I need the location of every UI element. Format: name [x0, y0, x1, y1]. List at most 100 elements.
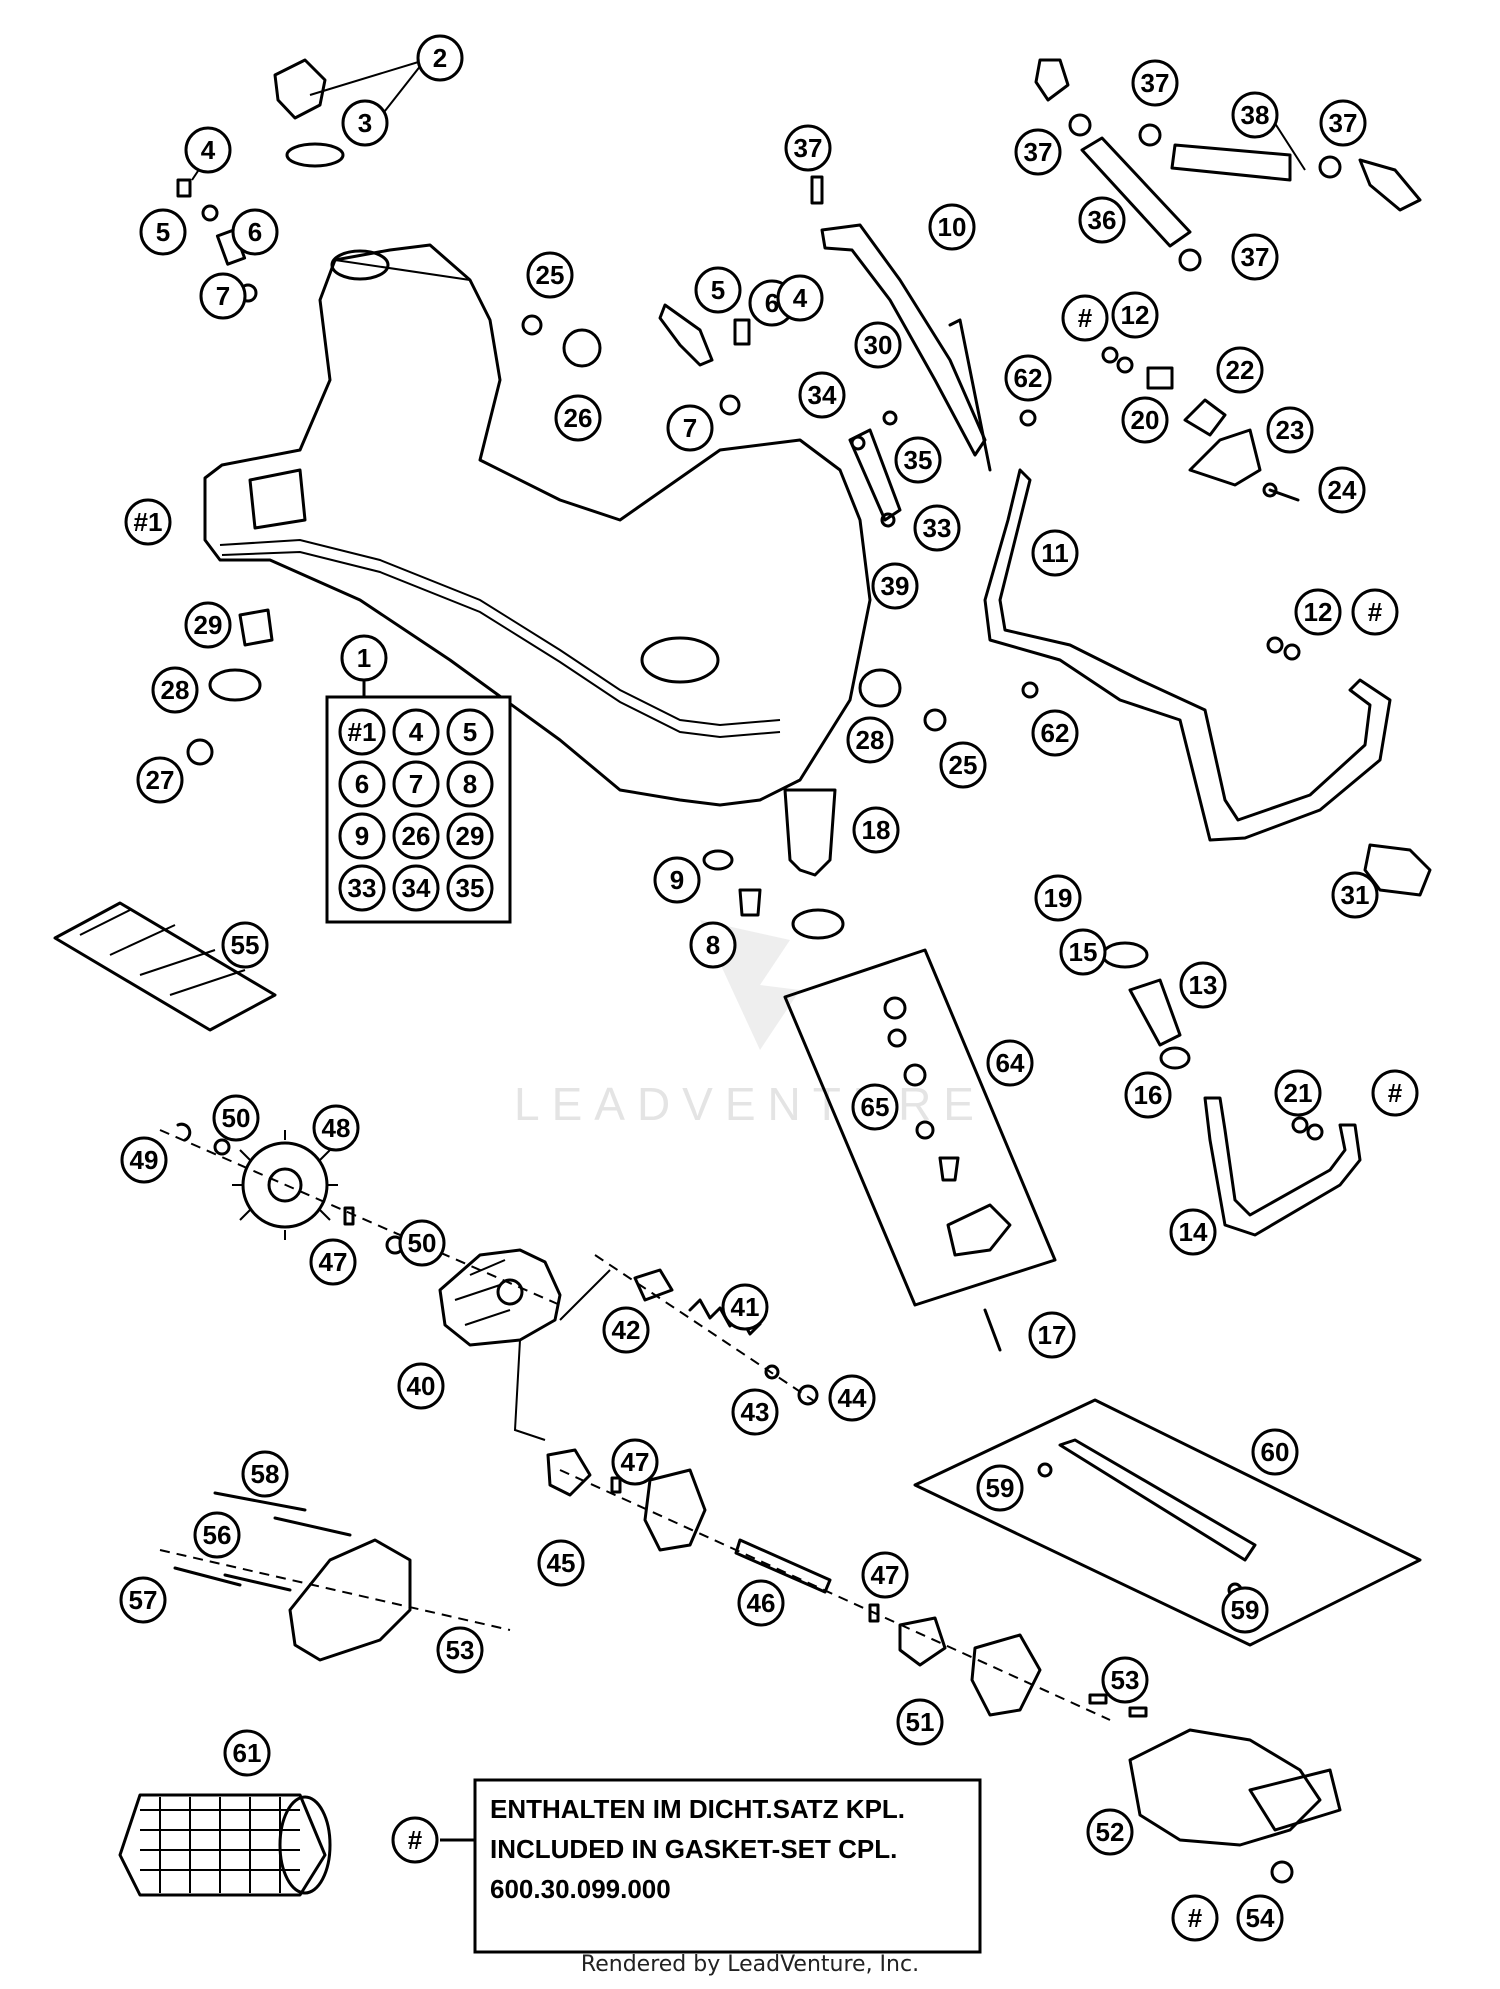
callout-47-70: 47: [861, 1551, 909, 1599]
callout-44-66: 44: [828, 1374, 876, 1422]
callout-label: 14: [1179, 1217, 1208, 1247]
kit-item-label: 35: [456, 873, 485, 903]
callout-hash-82: #: [1171, 1894, 1219, 1942]
callout-label: #1: [134, 507, 163, 537]
bolt-25r: [923, 708, 947, 732]
callout-58-74: 58: [241, 1450, 289, 1498]
callout-label: 31: [1341, 880, 1370, 910]
callout-label: 37: [794, 133, 823, 163]
callout-35-17: 35: [894, 436, 942, 484]
kit-item-label: 33: [348, 873, 377, 903]
callout-label: 43: [741, 1397, 770, 1427]
note-line-2: INCLUDED IN GASKET-SET CPL.: [490, 1834, 897, 1864]
rotor-45b: [643, 1468, 707, 1552]
hose-13: [1128, 978, 1182, 1047]
callout-label: 56: [203, 1520, 232, 1550]
callout-label: 50: [222, 1103, 251, 1133]
clip-22: [1183, 398, 1227, 437]
callout-37-20: 37: [1131, 59, 1179, 107]
callout-label: 42: [612, 1315, 641, 1345]
washer-5r: [733, 318, 751, 346]
callout-53-77: 53: [436, 1626, 484, 1674]
screw-17: [983, 1308, 1002, 1352]
callout-64-50: 64: [986, 1039, 1034, 1087]
kit-header-label: 1: [357, 643, 371, 673]
rotor-51a: [898, 1616, 947, 1667]
callout-label: 61: [233, 1738, 262, 1768]
ring-54: [1270, 1860, 1294, 1884]
callout-label: 23: [1276, 415, 1305, 445]
kit-item-34: 34: [392, 864, 440, 912]
kit-item-label: 5: [463, 717, 477, 747]
callout-7-12: 7: [666, 404, 714, 452]
callout-label: 62: [1014, 363, 1043, 393]
oil-tank: [203, 243, 872, 807]
callout-label: 18: [862, 815, 891, 845]
callout-label: 36: [1088, 205, 1117, 235]
washer-50: [213, 1138, 231, 1156]
callout-label: 57: [129, 1585, 158, 1615]
callout-label: 37: [1241, 242, 1270, 272]
callout-label: 47: [319, 1247, 348, 1277]
filter-61: [118, 1793, 327, 1897]
housing-53: [288, 1538, 412, 1662]
callout-label: 6: [765, 288, 779, 318]
callout-15-48: 15: [1059, 928, 1107, 976]
callout-label: #: [1188, 1903, 1203, 1933]
callout-label: 55: [231, 930, 260, 960]
rotor-45a: [546, 1448, 592, 1497]
callout-label: 51: [906, 1707, 935, 1737]
callout-42-63: 42: [602, 1306, 650, 1354]
fitting-37b: [1358, 158, 1422, 212]
sensor-31: [1363, 843, 1432, 897]
callout-28-37: 28: [151, 666, 199, 714]
callout-6-4: 6: [231, 208, 279, 256]
pin-47a: [343, 1206, 355, 1226]
callout-label: 40: [407, 1371, 436, 1401]
callout-label: #: [1368, 597, 1383, 627]
pin-53a: [1088, 1693, 1108, 1705]
callout-hash1-6: #1: [124, 498, 172, 546]
callout-label: 6: [248, 217, 262, 247]
callout-label: 17: [1038, 1320, 1067, 1350]
kit-item-label: 7: [409, 769, 423, 799]
grommet-28r: [858, 668, 902, 708]
callout-label: 64: [996, 1048, 1025, 1078]
grommet-28: [208, 668, 262, 702]
callout-label: 62: [1041, 718, 1070, 748]
callout-17-56: 17: [1028, 1311, 1076, 1359]
hose-36: [1080, 136, 1192, 248]
callout-61-81: 61: [223, 1729, 271, 1777]
fitting-37a: [1034, 58, 1070, 102]
kit-item-7: 7: [392, 760, 440, 808]
plug-8: [738, 888, 762, 917]
kit-item-label: 26: [402, 821, 431, 851]
pipe-60: [1058, 1438, 1257, 1562]
note-line-1: ENTHALTEN IM DICHT.SATZ KPL.: [490, 1794, 905, 1824]
callout-50-60: 50: [398, 1219, 446, 1267]
screw-62a: [1019, 409, 1037, 427]
callout-label: 3: [358, 108, 372, 138]
bracket-39: [848, 428, 902, 522]
kit-header-callout: 1: [340, 634, 388, 682]
callout-label: 25: [536, 260, 565, 290]
callout-label: 30: [864, 330, 893, 360]
kit-item-29: 29: [446, 812, 494, 860]
callout-label: 28: [856, 725, 885, 755]
callout-label: 59: [1231, 1595, 1260, 1625]
callout-18-42: 18: [852, 806, 900, 854]
callout-53-79: 53: [1101, 1656, 1149, 1704]
kit-item-label: 8: [463, 769, 477, 799]
callout-label: 29: [194, 610, 223, 640]
callout-37-23: 37: [1014, 128, 1062, 176]
pipe-14: [1203, 1096, 1362, 1237]
callout-label: 50: [408, 1228, 437, 1258]
callout-16-52: 16: [1124, 1071, 1172, 1119]
callout-label: 35: [904, 445, 933, 475]
callout-4-2: 4: [184, 126, 232, 174]
clamp-16: [1159, 1046, 1191, 1070]
bolt-56a: [273, 1516, 352, 1537]
callout-45-68: 45: [537, 1539, 585, 1587]
callout-34-16: 34: [798, 371, 846, 419]
callout-22-28: 22: [1216, 346, 1264, 394]
